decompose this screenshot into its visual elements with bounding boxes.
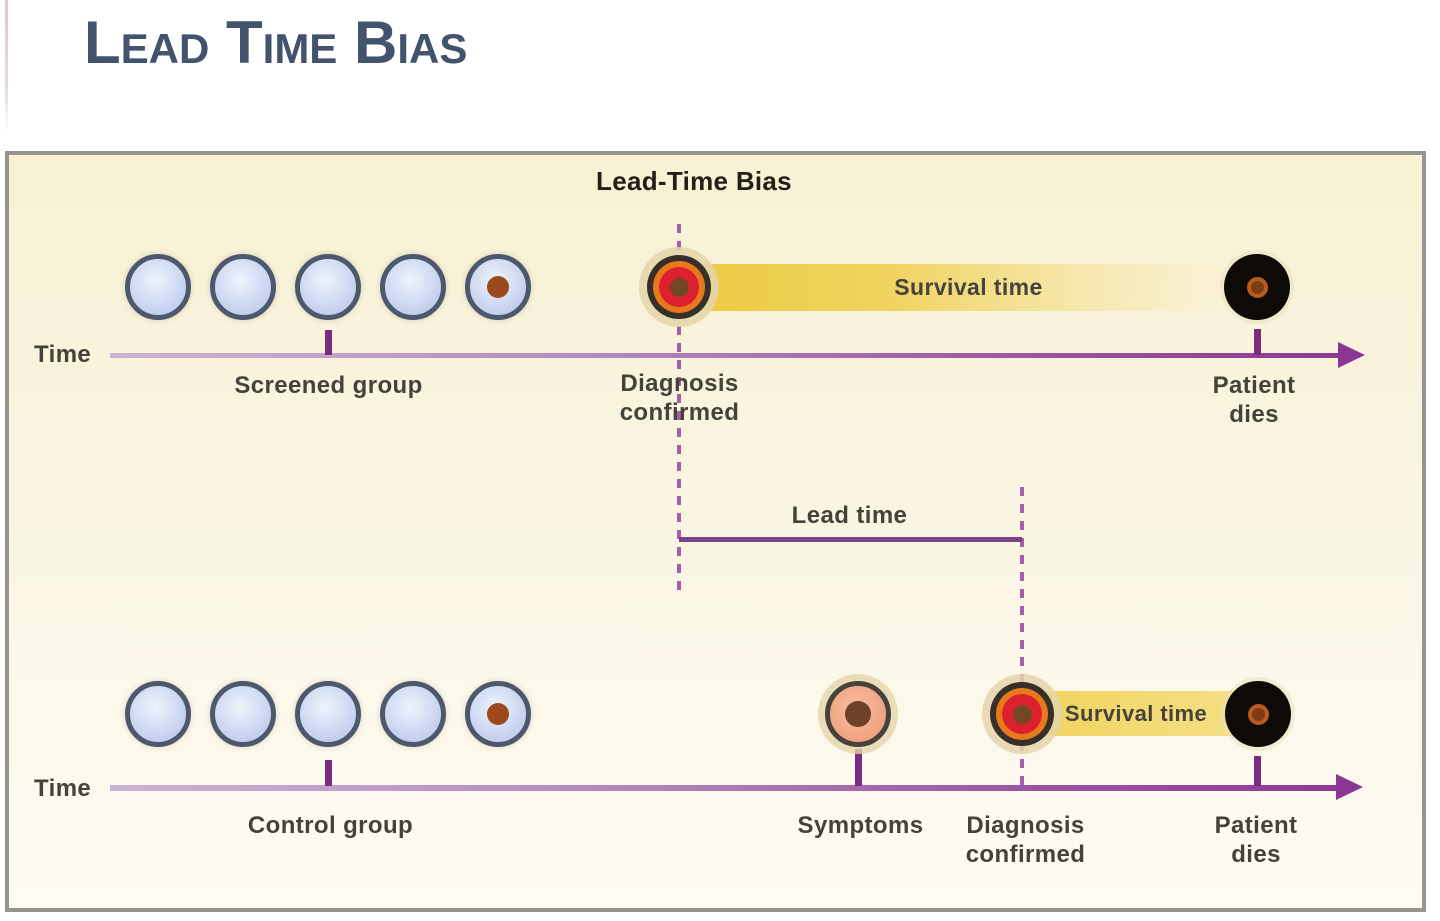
target-tumor-core xyxy=(1012,704,1032,724)
patient-dies-circle-top xyxy=(1224,254,1290,320)
diagnosis-confirmed-circle-bottom xyxy=(990,682,1054,746)
lead-time-label: Lead time xyxy=(791,502,908,529)
patient-circle xyxy=(380,254,446,320)
diagnosis-confirmed-label-top: Diagnosis confirmed xyxy=(619,370,740,427)
slide-edge-line xyxy=(5,0,8,132)
patient-circle-with-tumor xyxy=(465,254,531,320)
time-axis-label-bottom: Time xyxy=(34,775,92,802)
diagnosis-confirmed-label-bottom: Diagnosis confirmed xyxy=(965,812,1086,869)
patient-circle xyxy=(125,254,191,320)
patient-dies-circle-bottom xyxy=(1225,681,1291,747)
target-red-ring xyxy=(659,267,699,307)
target-orange-ring xyxy=(996,688,1048,740)
survival-time-label-top: Survival time xyxy=(894,274,1043,300)
tumor-dot-icon xyxy=(487,703,509,725)
symptoms-label: Symptoms xyxy=(797,812,924,839)
timeline-bottom xyxy=(110,774,1363,800)
tick-screened-group xyxy=(325,330,332,355)
patient-circle xyxy=(210,681,276,747)
tumor-dot-icon xyxy=(1247,703,1269,725)
tick-patient-dies-bottom xyxy=(1254,756,1261,786)
dashed-line-diagnosis-screened xyxy=(677,224,681,598)
tick-symptoms xyxy=(855,749,862,786)
patient-circle-with-tumor xyxy=(465,681,531,747)
screened-group-label: Screened group xyxy=(234,372,423,399)
tick-control-group xyxy=(325,760,332,786)
control-group-circles xyxy=(125,681,531,747)
patient-dies-label-bottom: Patient dies xyxy=(1214,812,1298,869)
lead-time-line xyxy=(679,537,1022,542)
survival-time-label-bottom: Survival time xyxy=(1064,700,1208,726)
control-group-label: Control group xyxy=(247,812,414,839)
tumor-dot-icon xyxy=(487,276,509,298)
patient-circle xyxy=(295,681,361,747)
diagnosis-confirmed-circle-top xyxy=(647,255,711,319)
patient-circle xyxy=(125,681,191,747)
patient-circle xyxy=(380,681,446,747)
patient-circle xyxy=(210,254,276,320)
tick-patient-dies-top xyxy=(1254,329,1261,355)
survival-time-band-top: Survival time xyxy=(700,264,1237,311)
symptoms-circle xyxy=(825,681,891,747)
survival-time-band-bottom: Survival time xyxy=(1030,691,1242,736)
page-title: Lead Time Bias xyxy=(84,9,468,76)
target-orange-ring xyxy=(653,261,705,313)
tumor-dot-icon xyxy=(1246,276,1268,298)
diagram-title: Lead-Time Bias xyxy=(596,166,792,196)
patient-circle xyxy=(295,254,361,320)
patient-dies-label-top: Patient dies xyxy=(1212,372,1296,429)
tumor-dot-icon xyxy=(845,701,871,727)
target-tumor-core xyxy=(669,277,689,297)
timeline-top xyxy=(110,342,1365,368)
dashed-line-diagnosis-control xyxy=(1020,487,1024,788)
target-red-ring xyxy=(1002,694,1042,734)
time-axis-label-top: Time xyxy=(34,341,92,368)
screened-group-circles xyxy=(125,254,531,320)
